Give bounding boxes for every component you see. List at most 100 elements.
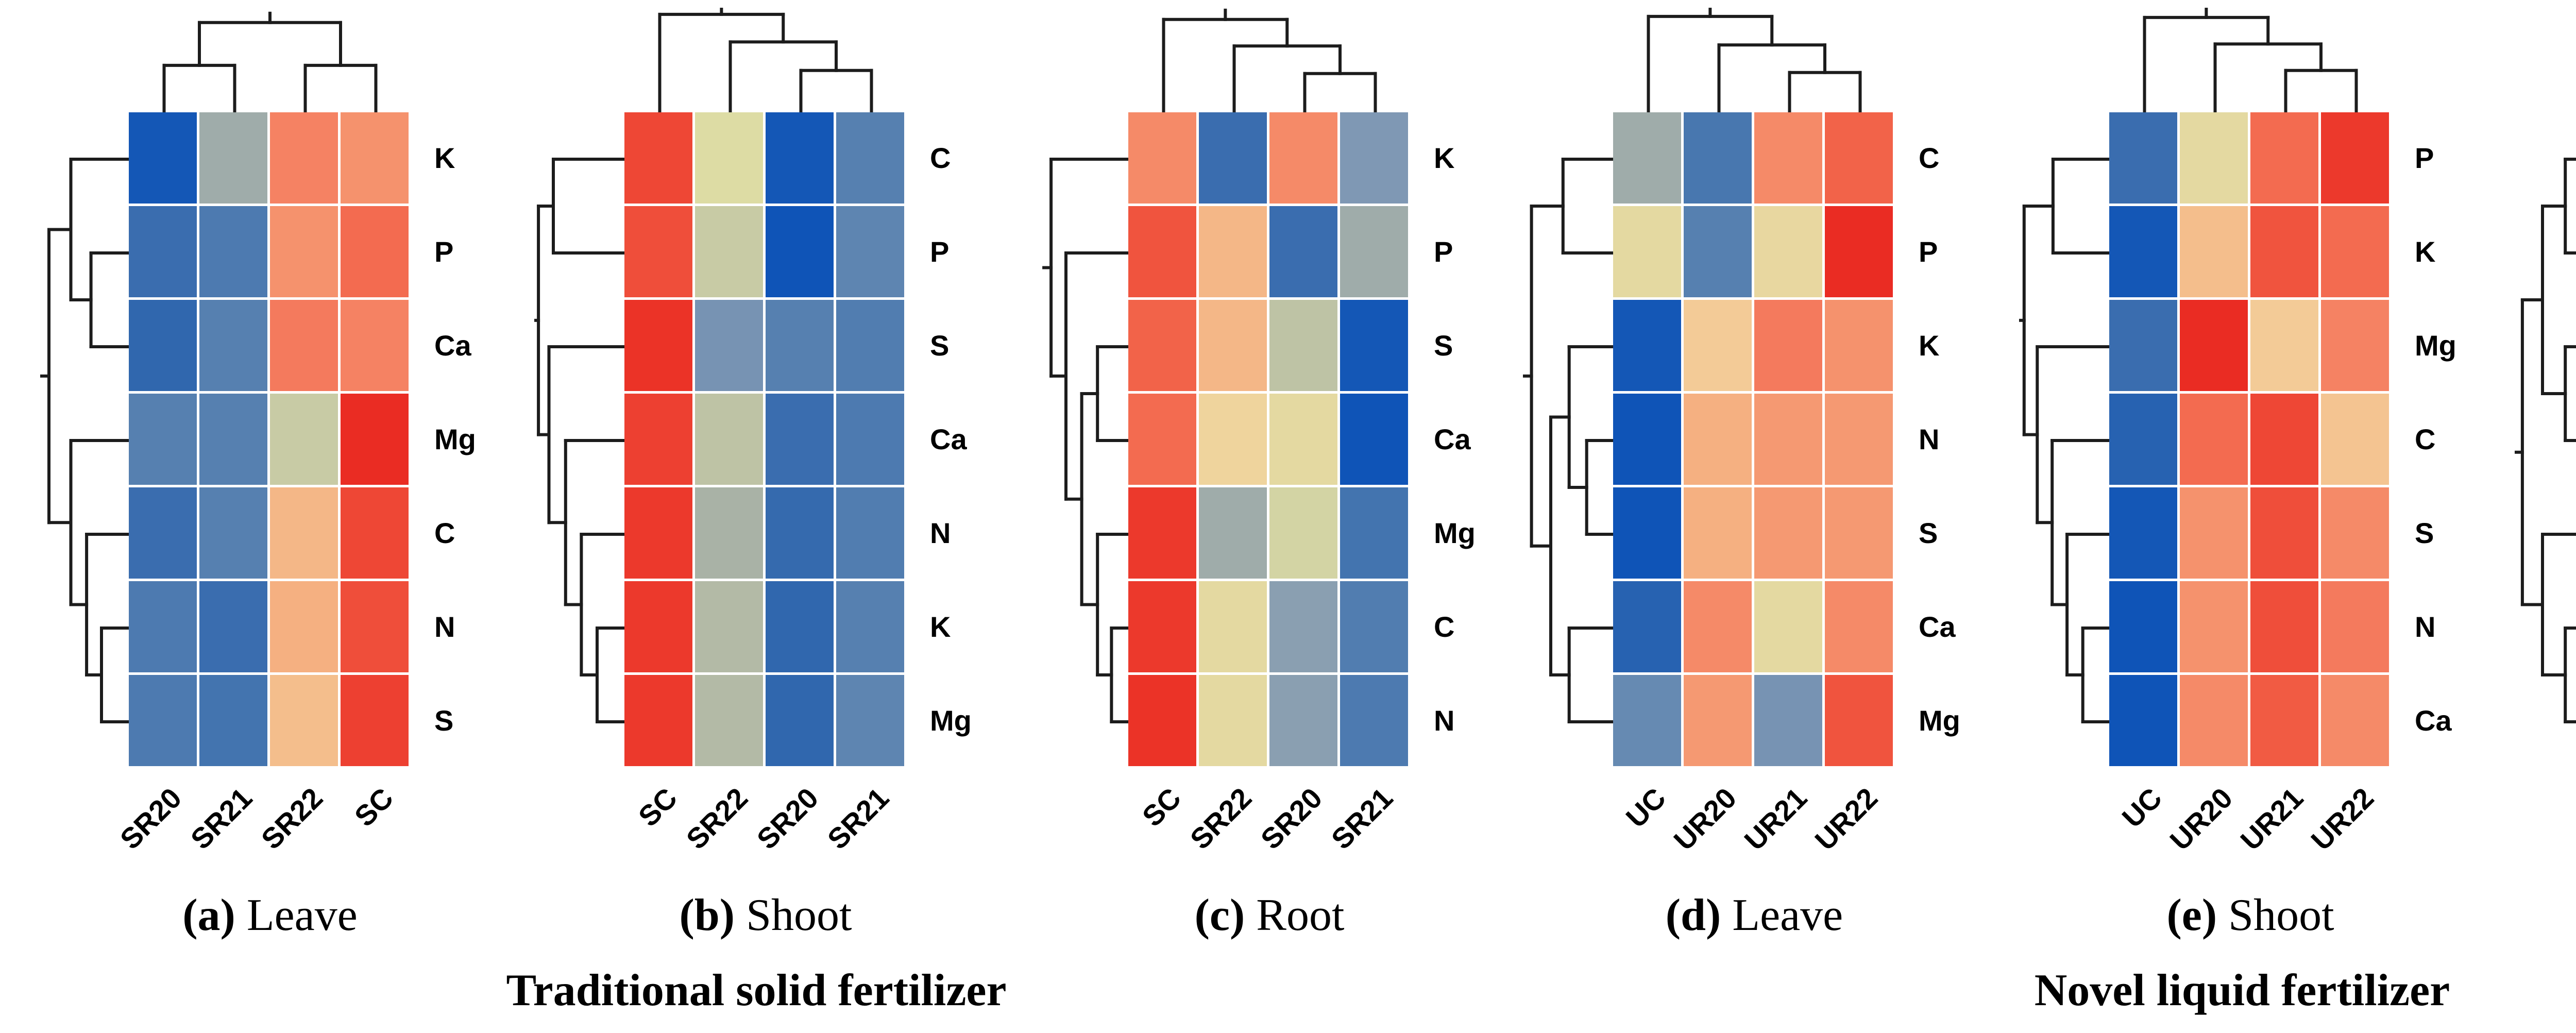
heatmap-cell-e-P-UC [2109,112,2177,204]
heatmap-cell-d-Mg-UR22 [1825,675,1893,766]
heatmap-cell-e-S-UR20 [2180,487,2248,579]
heatmap-cell-a-Ca-SR21 [199,300,267,391]
heatmap-cell-e-Ca-UC [2109,675,2177,766]
heatmap-cell-b-Mg-SR20 [766,675,834,766]
heatmap-cell-b-N-SC [624,487,692,579]
column-dendrogram-d [1647,8,1862,113]
column-dendrogram-a [162,11,378,113]
row-dendrogram-e [2019,158,2110,723]
heatmap-cell-d-Ca-UR20 [1684,581,1752,672]
heatmap-cell-a-Mg-SR21 [199,394,267,485]
heatmap-cell-d-N-UR22 [1825,394,1893,485]
row-label-b-S: S [930,329,950,362]
heatmap-cell-a-K-SC [341,112,409,204]
heatmap-cell-d-Mg-UR21 [1754,675,1822,766]
heatmap-cell-d-Mg-UR20 [1684,675,1752,766]
caption-word-c: Root [1256,890,1345,940]
heatmap-cell-b-Ca-SR22 [695,394,763,485]
panel-caption-c: (c) Root [1038,889,1501,941]
heatmap-cell-d-K-UR20 [1684,300,1752,391]
heatmap-cell-b-P-SC [624,206,692,297]
row-label-c-P: P [1434,235,1453,268]
panel-caption-f: (f) Root [2514,889,2576,941]
heatmap-cell-b-Mg-SR22 [695,675,763,766]
heatmap-cell-b-S-SR22 [695,300,763,391]
heatmap-cell-d-Ca-UR22 [1825,581,1893,672]
heatmap-cell-a-N-SR21 [199,581,267,672]
row-label-b-P: P [930,235,950,268]
heatmap-cell-b-Ca-SR21 [836,394,904,485]
heatmap-cell-c-C-SR21 [1340,581,1408,672]
row-label-a-Mg: Mg [434,423,476,455]
heatmap-cell-a-K-SR20 [129,112,197,204]
heatmap-cell-e-N-UR21 [2250,581,2318,672]
heatmap-cell-e-Mg-UR20 [2180,300,2248,391]
row-label-c-C: C [1434,611,1455,643]
heatmap-cell-b-Ca-SC [624,394,692,485]
heatmap-cell-e-N-UC [2109,581,2177,672]
heatmap-cell-e-S-UR22 [2321,487,2389,579]
heatmap-cell-c-S-SC [1128,300,1196,391]
heatmap-cell-e-P-UR20 [2180,112,2248,204]
row-label-a-N: N [434,611,455,643]
heatmap-cell-c-C-SR20 [1269,581,1337,672]
panel-caption-e: (e) Shoot [2019,889,2482,941]
row-label-c-Mg: Mg [1434,517,1476,549]
heatmap-cell-e-Mg-UR22 [2321,300,2389,391]
heatmap-cell-c-K-SR20 [1269,112,1337,204]
heatmap-cell-c-Ca-SC [1128,394,1196,485]
group-label-traditional: Traditional solid fertilizer [506,966,1007,1015]
heatmap-cell-d-S-UR20 [1684,487,1752,579]
heatmap-cell-e-K-UR22 [2321,206,2389,297]
heatmap-cell-c-K-SR21 [1340,112,1408,204]
heatmap-cell-a-C-SR20 [129,487,197,579]
heatmap-cell-a-K-SR21 [199,112,267,204]
heatmap-cell-e-C-UR22 [2321,394,2389,485]
row-label-a-P: P [434,235,454,268]
row-label-e-N: N [2415,611,2436,643]
heatmap-cell-c-C-SC [1128,581,1196,672]
row-label-c-N: N [1434,704,1455,737]
heatmap-cell-c-S-SR21 [1340,300,1408,391]
heatmap-cell-b-P-SR20 [766,206,834,297]
panel-caption-b: (b) Shoot [534,889,997,941]
heatmap-cell-d-C-UR20 [1684,112,1752,204]
heatmap-cell-a-Mg-SC [341,394,409,485]
heatmap-cell-e-S-UC [2109,487,2177,579]
heatmap-cell-c-P-SR22 [1199,206,1267,297]
heatmap-cell-d-S-UR22 [1825,487,1893,579]
heatmap-cell-d-C-UR22 [1825,112,1893,204]
row-label-e-Mg: Mg [2415,329,2456,362]
heatmap-cell-e-Mg-UR21 [2250,300,2318,391]
heatmap-cell-c-Mg-SC [1128,487,1196,579]
row-label-e-S: S [2415,517,2434,549]
row-dendrogram-b [534,158,625,723]
row-label-b-N: N [930,517,951,549]
heatmap-cell-c-P-SR20 [1269,206,1337,297]
row-label-c-Ca: Ca [1434,423,1471,455]
heatmap-cell-b-Mg-SR21 [836,675,904,766]
row-label-d-C: C [1919,142,1940,174]
row-dendrogram-a [40,158,129,723]
heatmap-cell-b-Ca-SR20 [766,394,834,485]
heatmap-cell-a-S-SR21 [199,675,267,766]
heatmap-cell-b-P-SR22 [695,206,763,297]
heatmap-cell-d-S-UC [1613,487,1681,579]
heatmap-cell-a-P-SC [341,206,409,297]
caption-word-e: Shoot [2228,890,2334,940]
row-dendrogram-c [1042,158,1129,723]
heatmap-cell-a-P-SR21 [199,206,267,297]
caption-word-b: Shoot [746,890,852,940]
heatmap-cell-b-K-SC [624,581,692,672]
heatmap-cell-e-Ca-UR20 [2180,675,2248,766]
column-dendrogram-b [658,8,873,113]
heatmap-cell-b-K-SR22 [695,581,763,672]
heatmap-cell-e-Ca-UR22 [2321,675,2389,766]
panel-caption-d: (d) Leave [1522,889,1986,941]
heatmap-cell-d-Ca-UC [1613,581,1681,672]
row-label-a-S: S [434,704,454,737]
heatmap-cell-b-K-SR20 [766,581,834,672]
row-label-d-Ca: Ca [1919,611,1956,643]
heatmap-cell-b-C-SR22 [695,112,763,204]
